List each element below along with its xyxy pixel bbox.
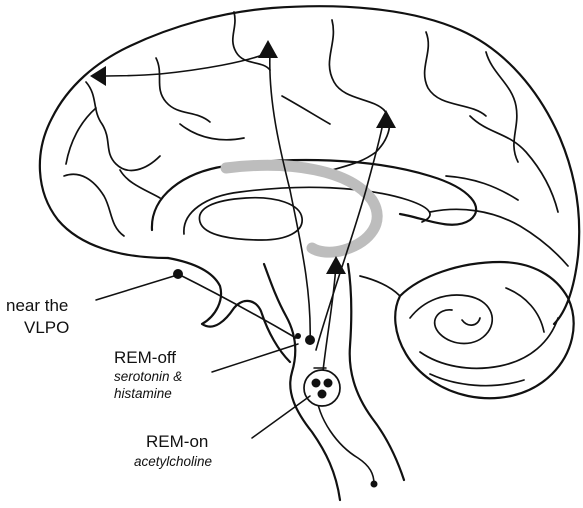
rem-off-small-nucleus bbox=[295, 333, 301, 339]
rem-on-sublabel: acetylcholine bbox=[134, 454, 212, 469]
pathway-endpoint bbox=[371, 481, 378, 488]
arrowhead-parietal bbox=[376, 110, 396, 128]
thalamus-outline bbox=[199, 198, 302, 240]
arrowhead-top bbox=[258, 40, 278, 58]
brainstem-outline bbox=[168, 258, 290, 362]
rem-off-sublabel-1: serotonin & bbox=[114, 369, 182, 384]
rem-off-sublabel-2: histamine bbox=[114, 386, 172, 401]
pons-outline bbox=[348, 264, 404, 480]
corpus-callosum-inner bbox=[184, 187, 430, 234]
brainstem-posterior bbox=[360, 276, 400, 296]
nucleus-dot bbox=[318, 390, 327, 399]
rem-off-label: REM-off bbox=[114, 348, 176, 368]
cerebellum bbox=[395, 262, 573, 398]
nucleus-dot bbox=[312, 379, 321, 388]
vlpo-nucleus bbox=[173, 269, 183, 279]
rem-off-nucleus bbox=[305, 335, 315, 345]
rem-on-nucleus bbox=[304, 370, 340, 406]
vlpo-label-line1: near the bbox=[6, 296, 68, 316]
nucleus-dot bbox=[324, 379, 333, 388]
rem-on-label: REM-on bbox=[146, 432, 208, 452]
vlpo-label-line2: VLPO bbox=[24, 318, 69, 338]
leader-vlpo bbox=[96, 276, 174, 300]
